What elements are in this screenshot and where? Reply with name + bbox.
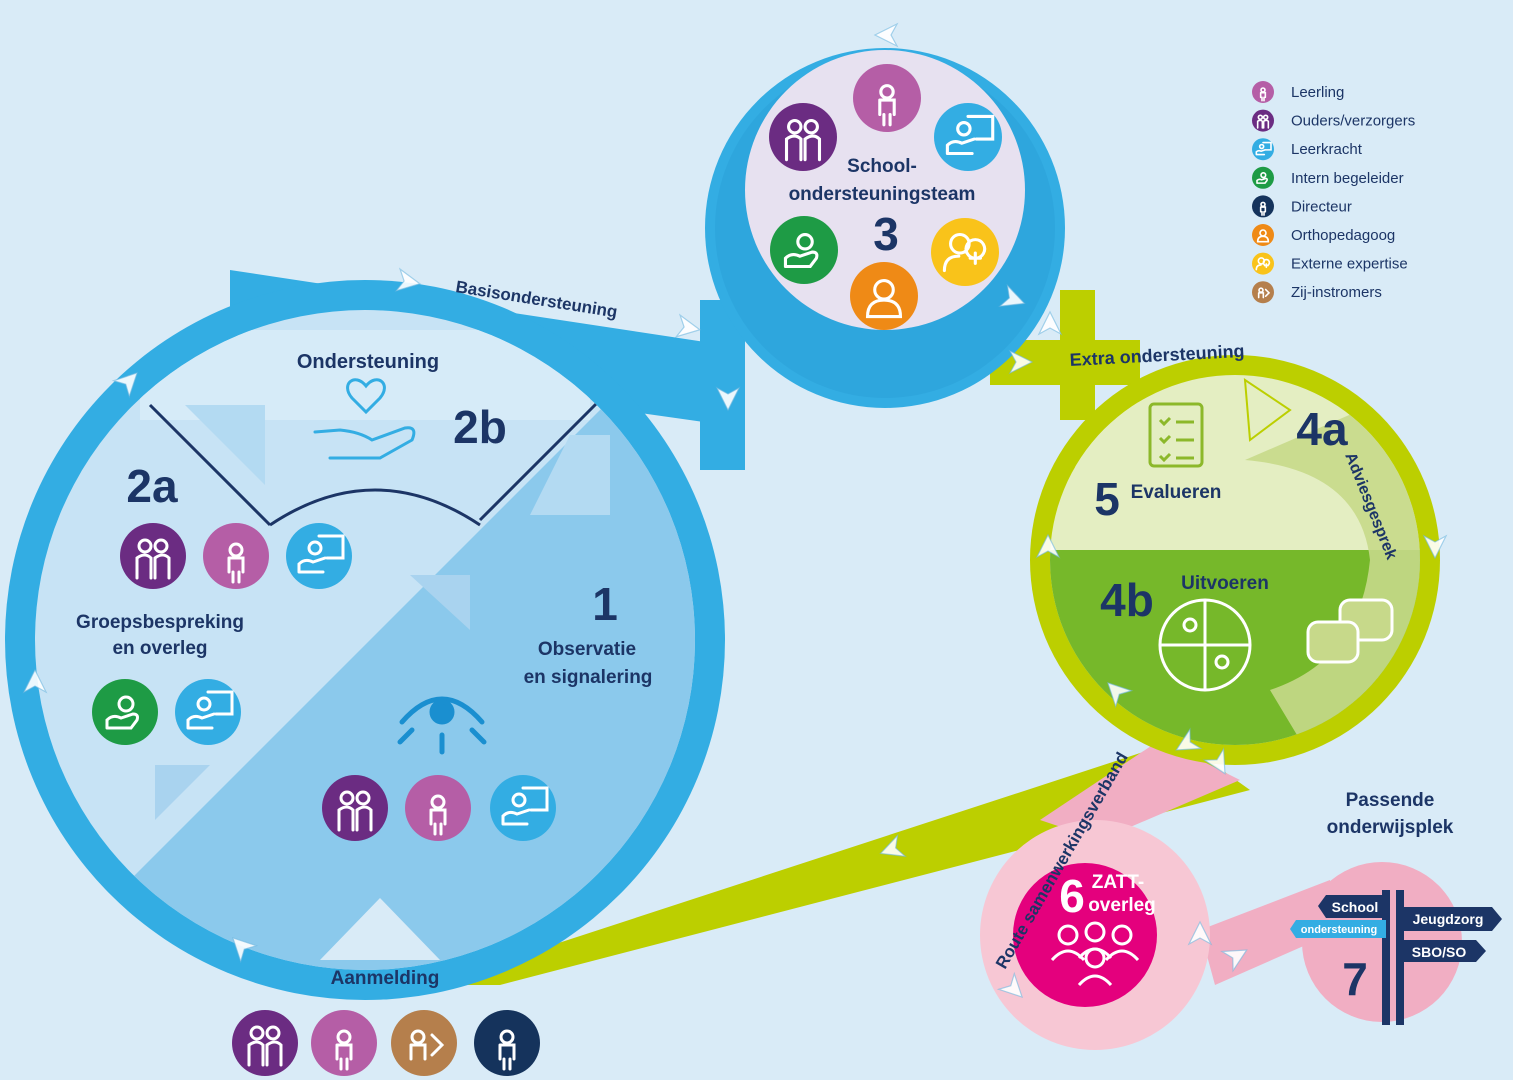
sign-ondersteuning xyxy=(1290,920,1386,938)
ouders-icon xyxy=(322,775,388,841)
leerling-icon xyxy=(1252,81,1274,103)
sign-sbo xyxy=(1404,940,1486,962)
people-icons xyxy=(92,64,1002,1076)
legend-label: Ouders/verzorgers xyxy=(1291,113,1415,130)
sign-school xyxy=(1318,895,1386,918)
eye-icon xyxy=(397,696,487,755)
step-1-line2: en signalering xyxy=(524,667,653,688)
sign-jeugdzorg xyxy=(1404,907,1502,931)
step-6-number: 6 xyxy=(1059,870,1085,922)
leerling-icon xyxy=(853,64,921,132)
chat-bubbles-icon xyxy=(1306,598,1394,664)
step-4a-number: 4a xyxy=(1296,403,1348,455)
leerkracht-icon xyxy=(286,523,352,589)
leerling-icon xyxy=(311,1010,377,1076)
step-7-line2: onderwijsplek xyxy=(1327,817,1454,838)
big-circle-top-band xyxy=(140,330,590,420)
pink-band-route xyxy=(1040,740,1240,840)
zij-instromers-icon xyxy=(1252,281,1274,304)
legend-label: Directeur xyxy=(1291,198,1352,215)
step-1-line1: Observatie xyxy=(538,639,636,660)
legend-label: Externe expertise xyxy=(1291,256,1408,273)
sign-ondersteuning-label: ondersteuning xyxy=(1301,924,1377,936)
step-3-line2: ondersteuningsteam xyxy=(789,184,976,205)
leerkracht-icon xyxy=(934,103,1002,171)
step-4b-number: 4b xyxy=(1100,574,1154,626)
legend-label: Orthopedagoog xyxy=(1291,227,1395,244)
step-1-number: 1 xyxy=(592,578,618,630)
aanmelding-label: Aanmelding xyxy=(331,968,440,989)
legend-label: Leerkracht xyxy=(1291,141,1363,158)
step-5-number: 5 xyxy=(1094,473,1120,525)
ouders-icon xyxy=(232,1010,298,1076)
signpost-pole xyxy=(1382,890,1390,1025)
step-2b-title: Ondersteuning xyxy=(297,351,439,373)
sign-jeugdzorg-label: Jeugdzorg xyxy=(1413,911,1484,927)
sign-school-label: School xyxy=(1332,899,1379,915)
legend-label: Intern begeleider xyxy=(1291,170,1404,187)
legend-label: Zij-instromers xyxy=(1291,284,1382,301)
sign-sbo-label: SBO/SO xyxy=(1412,944,1467,960)
step-6-line2: overleg xyxy=(1088,895,1156,916)
step-2a-number: 2a xyxy=(126,460,178,512)
externe-expertise-icon xyxy=(931,218,999,286)
leerkracht-icon xyxy=(1252,138,1274,161)
puzzle-icon xyxy=(1158,598,1252,692)
hand-heart-icon xyxy=(313,378,416,460)
step-3-line1: School- xyxy=(847,156,917,177)
legend-label: Leerling xyxy=(1291,84,1344,101)
orthopedagoog-icon xyxy=(1252,224,1274,246)
step-7-number: 7 xyxy=(1342,953,1368,1005)
intern-begeleider-icon xyxy=(1252,166,1274,189)
step-6-line1: ZATT- xyxy=(1092,872,1144,893)
green-band-extra xyxy=(990,340,1140,385)
leerkracht-icon xyxy=(175,679,241,745)
step-2a-line1: Groepsbespreking xyxy=(76,612,244,633)
zij-instromers-icon xyxy=(391,1010,457,1076)
directeur-icon xyxy=(1252,195,1274,218)
externe-expertise-icon xyxy=(1252,252,1274,275)
green-band-return xyxy=(430,740,1250,985)
leerling-icon xyxy=(203,523,269,589)
group-icon xyxy=(1050,921,1140,987)
intern-begeleider-icon xyxy=(92,679,158,745)
aanmelding-notch xyxy=(320,898,440,960)
leerkracht-icon xyxy=(490,775,556,841)
step-3-number: 3 xyxy=(873,208,899,260)
step-4b-title: Uitvoeren xyxy=(1181,573,1269,594)
step-7-line1: Passende xyxy=(1346,790,1435,811)
step-2a-line2: en overleg xyxy=(112,638,207,659)
ouders-icon xyxy=(1252,109,1274,132)
ouders-icon xyxy=(769,103,837,171)
legend: LeerlingOuders/verzorgersLeerkrachtInter… xyxy=(1252,81,1415,304)
checklist-icon xyxy=(1148,402,1204,468)
ouders-icon xyxy=(120,523,186,589)
step-2b-number: 2b xyxy=(453,401,507,453)
step-5-title: Evalueren xyxy=(1131,482,1222,503)
directeur-icon xyxy=(474,1010,540,1076)
blue-vertical-band xyxy=(700,300,745,470)
orthopedagoog-icon xyxy=(850,262,918,330)
leerling-icon xyxy=(405,775,471,841)
intern-begeleider-icon xyxy=(770,216,838,284)
